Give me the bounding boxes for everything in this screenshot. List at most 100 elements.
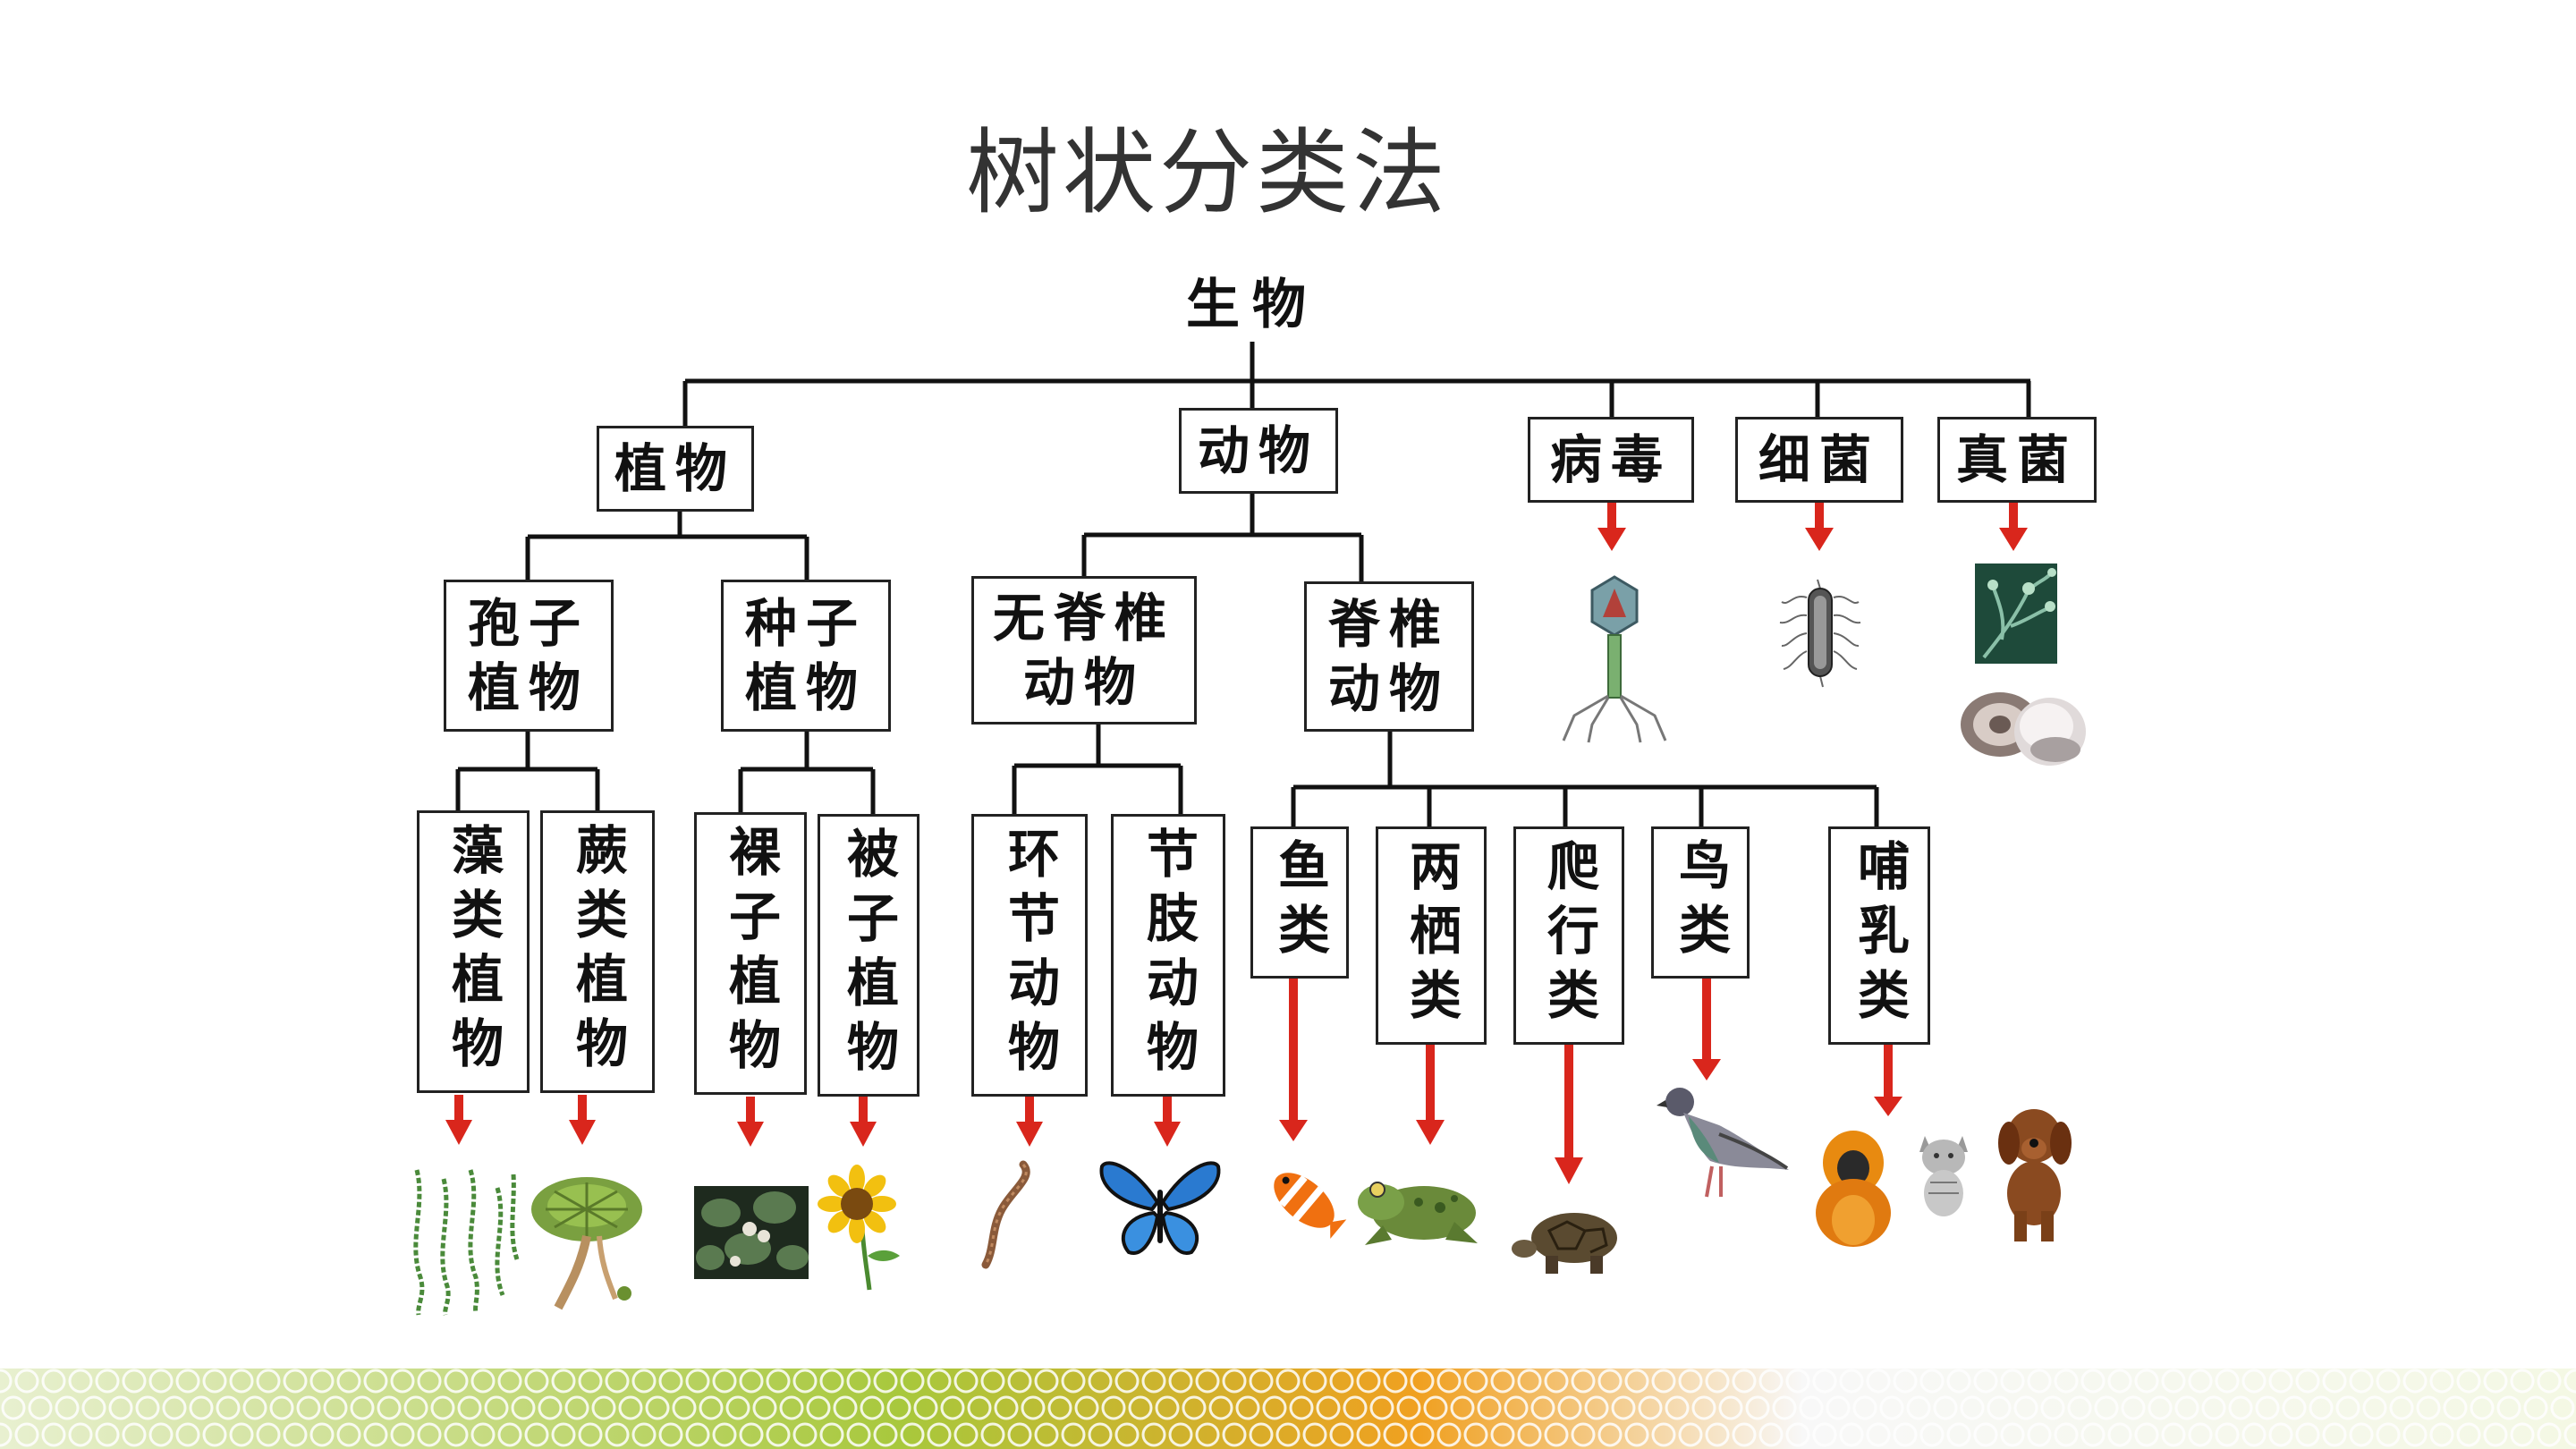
footer-circle [1275, 1422, 1301, 1447]
footer-circle [1007, 1368, 1032, 1394]
footer-circle [1785, 1422, 1810, 1447]
footer-circle [283, 1368, 308, 1394]
node-seed-plants-line1: 种子 [744, 592, 867, 654]
footer-circle [873, 1368, 898, 1394]
footer-circle [1705, 1368, 1730, 1394]
footer-circle [1396, 1395, 1421, 1420]
footer-circle [1249, 1422, 1274, 1447]
footer-circle [1356, 1422, 1381, 1447]
footer-circle [1973, 1368, 1998, 1394]
footer-circle [1799, 1395, 1824, 1420]
turtle-picture [1512, 1213, 1617, 1274]
footer-circle [1289, 1395, 1314, 1420]
footer-circle [819, 1422, 844, 1447]
footer-circle [2040, 1395, 2065, 1420]
footer-circle [779, 1395, 804, 1420]
footer-circle [14, 1368, 39, 1394]
footer-circle [2322, 1368, 2347, 1394]
node-invertebrates-line1: 无脊椎 [992, 587, 1175, 648]
footer-circle [1544, 1422, 1569, 1447]
footer-circle [1490, 1422, 1515, 1447]
node-birds-label: 鸟类 [1670, 838, 1731, 967]
footer-circle [2483, 1368, 2508, 1394]
footer-circle [806, 1395, 831, 1420]
footer-circle [2295, 1422, 2320, 1447]
footer-circle [417, 1368, 442, 1394]
node-reptiles-label: 爬行类 [1538, 839, 1599, 1032]
footer-decoration [0, 1368, 2576, 1449]
footer-circle [1624, 1422, 1649, 1447]
node-mammals-label: 哺乳类 [1849, 839, 1910, 1032]
footer-circle [1463, 1368, 1488, 1394]
footer-circle [1946, 1368, 1971, 1394]
footer-circle [1101, 1395, 1126, 1420]
footer-circle [2483, 1422, 2508, 1447]
footer-circle [2241, 1368, 2267, 1394]
footer-circle [2054, 1422, 2079, 1447]
footer-circle [1356, 1368, 1381, 1394]
footer-circle [1114, 1368, 1140, 1394]
footer-circle [913, 1395, 938, 1420]
footer-circle [2376, 1422, 2401, 1447]
footer-circle [739, 1368, 764, 1394]
footer-circle [2000, 1368, 2025, 1394]
footer-circle [1732, 1422, 1757, 1447]
footer-circle [1383, 1368, 1408, 1394]
footer-circle [953, 1422, 979, 1447]
footer-circle [631, 1368, 657, 1394]
footer-circle [484, 1395, 509, 1420]
footer-circle [551, 1368, 576, 1394]
node-invertebrates-line2: 动物 [1022, 652, 1145, 713]
footer-circle [1262, 1395, 1287, 1420]
footer-circle [377, 1395, 402, 1420]
footer-circle [524, 1422, 549, 1447]
footer-circle [1047, 1395, 1072, 1420]
frog-picture [1358, 1182, 1478, 1245]
footer-circle [363, 1368, 388, 1394]
footer-circle [2027, 1422, 2052, 1447]
pigeon-picture [1657, 1088, 1789, 1198]
node-viruses-label: 病毒 [1549, 428, 1672, 490]
footer-circle [2510, 1368, 2535, 1394]
node-arthropods: 节肢动物 [1111, 814, 1225, 1097]
footer-circle [578, 1422, 603, 1447]
footer-circle [2456, 1368, 2481, 1394]
monkey-picture [1816, 1131, 1891, 1247]
footer-circle [283, 1422, 308, 1447]
footer-circle [350, 1395, 375, 1420]
footer-circle [2107, 1368, 2132, 1394]
footer-circle [1973, 1422, 1998, 1447]
footer-circle [1906, 1395, 1931, 1420]
footer-circle [1866, 1368, 1891, 1394]
butterfly-picture [1099, 1161, 1221, 1255]
footer-circle [68, 1422, 93, 1447]
footer-circle [256, 1422, 281, 1447]
footer-circle [2228, 1395, 2253, 1420]
footer-circle [2443, 1395, 2468, 1420]
footer-circle [1182, 1395, 1207, 1420]
footer-circle [712, 1368, 737, 1394]
footer-circle [2000, 1422, 2025, 1447]
footer-circle [1987, 1395, 2012, 1420]
footer-circle [470, 1368, 496, 1394]
footer-circle [631, 1422, 657, 1447]
footer-circle [1423, 1395, 1448, 1420]
footer-circle [175, 1422, 200, 1447]
footer-circle [2456, 1422, 2481, 1447]
footer-circle [497, 1368, 522, 1394]
footer-circle [417, 1422, 442, 1447]
footer-circle [1571, 1422, 1596, 1447]
node-gymnosperms: 裸子植物 [694, 812, 807, 1095]
footer-circle [1946, 1422, 1971, 1447]
footer-circle [1235, 1395, 1260, 1420]
footer-circle [2376, 1368, 2401, 1394]
footer-circle [739, 1422, 764, 1447]
footer-circle [1034, 1422, 1059, 1447]
footer-circle [1571, 1368, 1596, 1394]
footer-circle [1302, 1368, 1327, 1394]
footer-circle [819, 1368, 844, 1394]
root-label: 生物 [1186, 274, 1318, 336]
footer-circle [1343, 1395, 1368, 1420]
footer-circle [1785, 1368, 1810, 1394]
footer-circle [2080, 1368, 2106, 1394]
